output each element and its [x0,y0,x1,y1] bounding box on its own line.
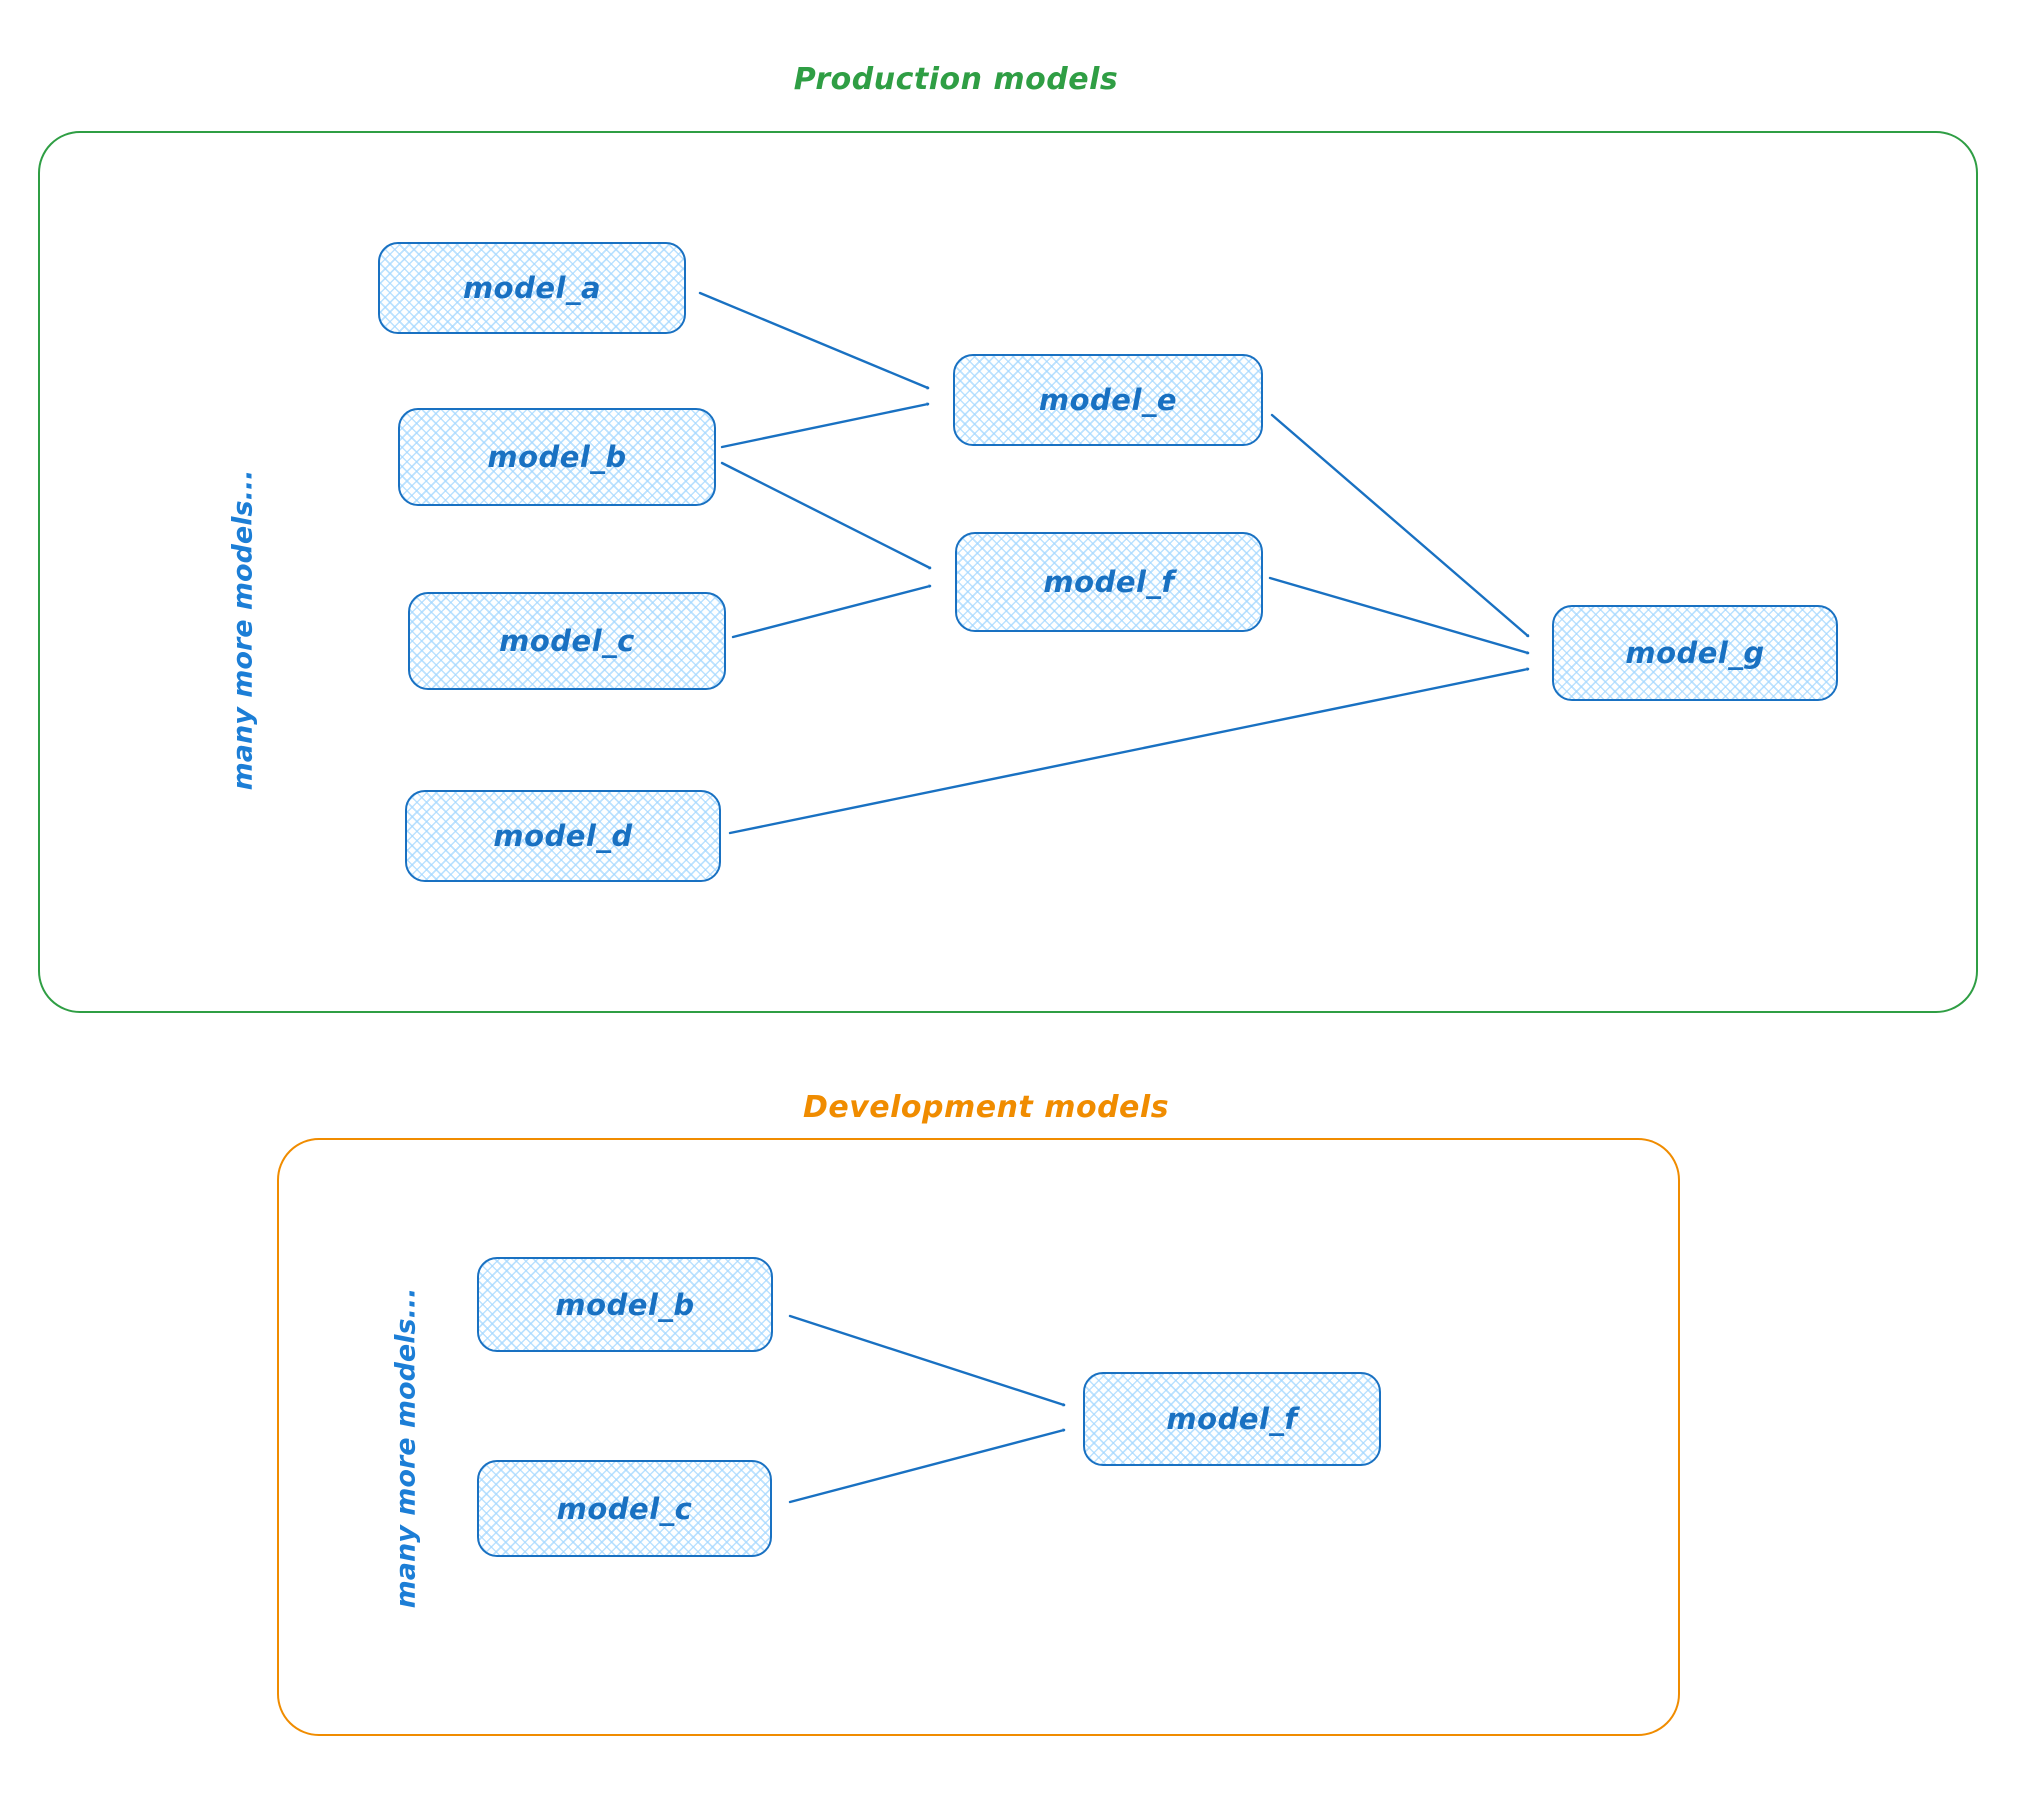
node-production-model_b: model_b [398,408,716,506]
production-section-frame [38,131,1978,1013]
node-label-model_f: model_f [1043,565,1175,599]
development-side-label: many more models... [390,1287,422,1609]
node-label-model_b: model_b [487,440,627,474]
node-production-model_f: model_f [955,532,1263,632]
node-label-model_d: model_d [493,819,633,853]
node-production-model_a: model_a [378,242,686,334]
node-development-model_f: model_f [1083,1372,1381,1466]
node-development-model_b: model_b [477,1257,773,1352]
node-label-model_e: model_e [1038,383,1178,417]
node-label-dev-model_b: model_b [555,1287,695,1322]
node-label-model_a: model_a [462,271,602,305]
node-development-model_c: model_c [477,1460,772,1557]
node-production-model_c: model_c [408,592,726,690]
node-label-model_c: model_c [499,624,635,658]
node-label-dev-model_f: model_f [1166,1402,1298,1436]
development-section-frame [277,1138,1680,1736]
production-side-label: many more models... [227,469,259,791]
node-production-model_g: model_g [1552,605,1838,701]
production-section-title: Production models [793,62,1119,97]
development-section-title: Development models [802,1090,1170,1125]
node-production-model_e: model_e [953,354,1263,446]
node-label-dev-model_c: model_c [556,1491,693,1526]
node-label-model_g: model_g [1625,636,1765,670]
node-production-model_d: model_d [405,790,721,882]
